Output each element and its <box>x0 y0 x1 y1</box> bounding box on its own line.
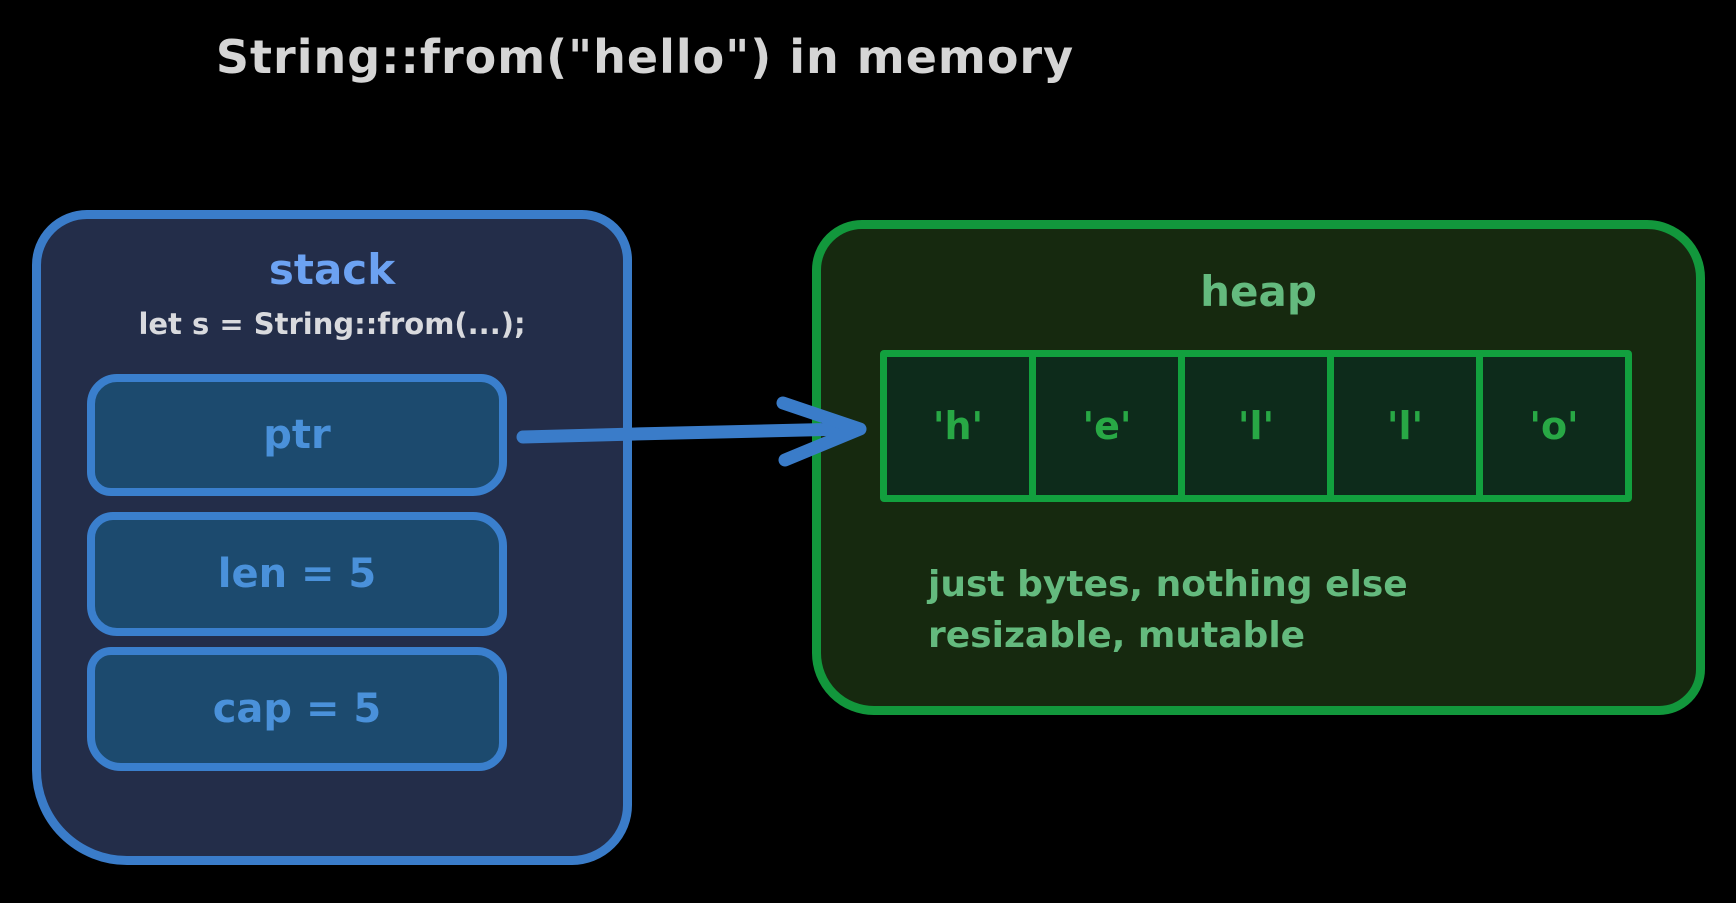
page-title: String::from("hello") in memory <box>215 30 1075 84</box>
heap-note-resizable: resizable, mutable <box>928 615 1306 657</box>
stack-field-ptr: ptr <box>87 374 507 496</box>
stack-box: stack let s = String::from(...); ptr len… <box>32 210 632 865</box>
heap-cell-row: 'h' 'e' 'l' 'l' 'o' <box>880 350 1632 502</box>
heap-cell-l1: 'l' <box>1178 350 1334 502</box>
stack-field-len: len = 5 <box>87 512 507 636</box>
heap-notes: just bytes, nothing else resizable, muta… <box>928 559 1408 661</box>
stack-label: stack <box>268 245 396 294</box>
heap-note-bytes: just bytes, nothing else <box>928 564 1408 605</box>
heap-cell-o: 'o' <box>1476 350 1632 502</box>
stack-field-cap: cap = 5 <box>87 647 507 771</box>
heap-box: heap 'h' 'e' 'l' 'l' 'o' just bytes, not… <box>812 220 1705 715</box>
heap-cell-e: 'e' <box>1029 350 1185 502</box>
heap-cell-l2: 'l' <box>1327 350 1483 502</box>
heap-cell-h: 'h' <box>880 350 1036 502</box>
stack-code-line: let s = String::from(...); <box>138 307 526 341</box>
heap-label: heap <box>1200 267 1317 316</box>
